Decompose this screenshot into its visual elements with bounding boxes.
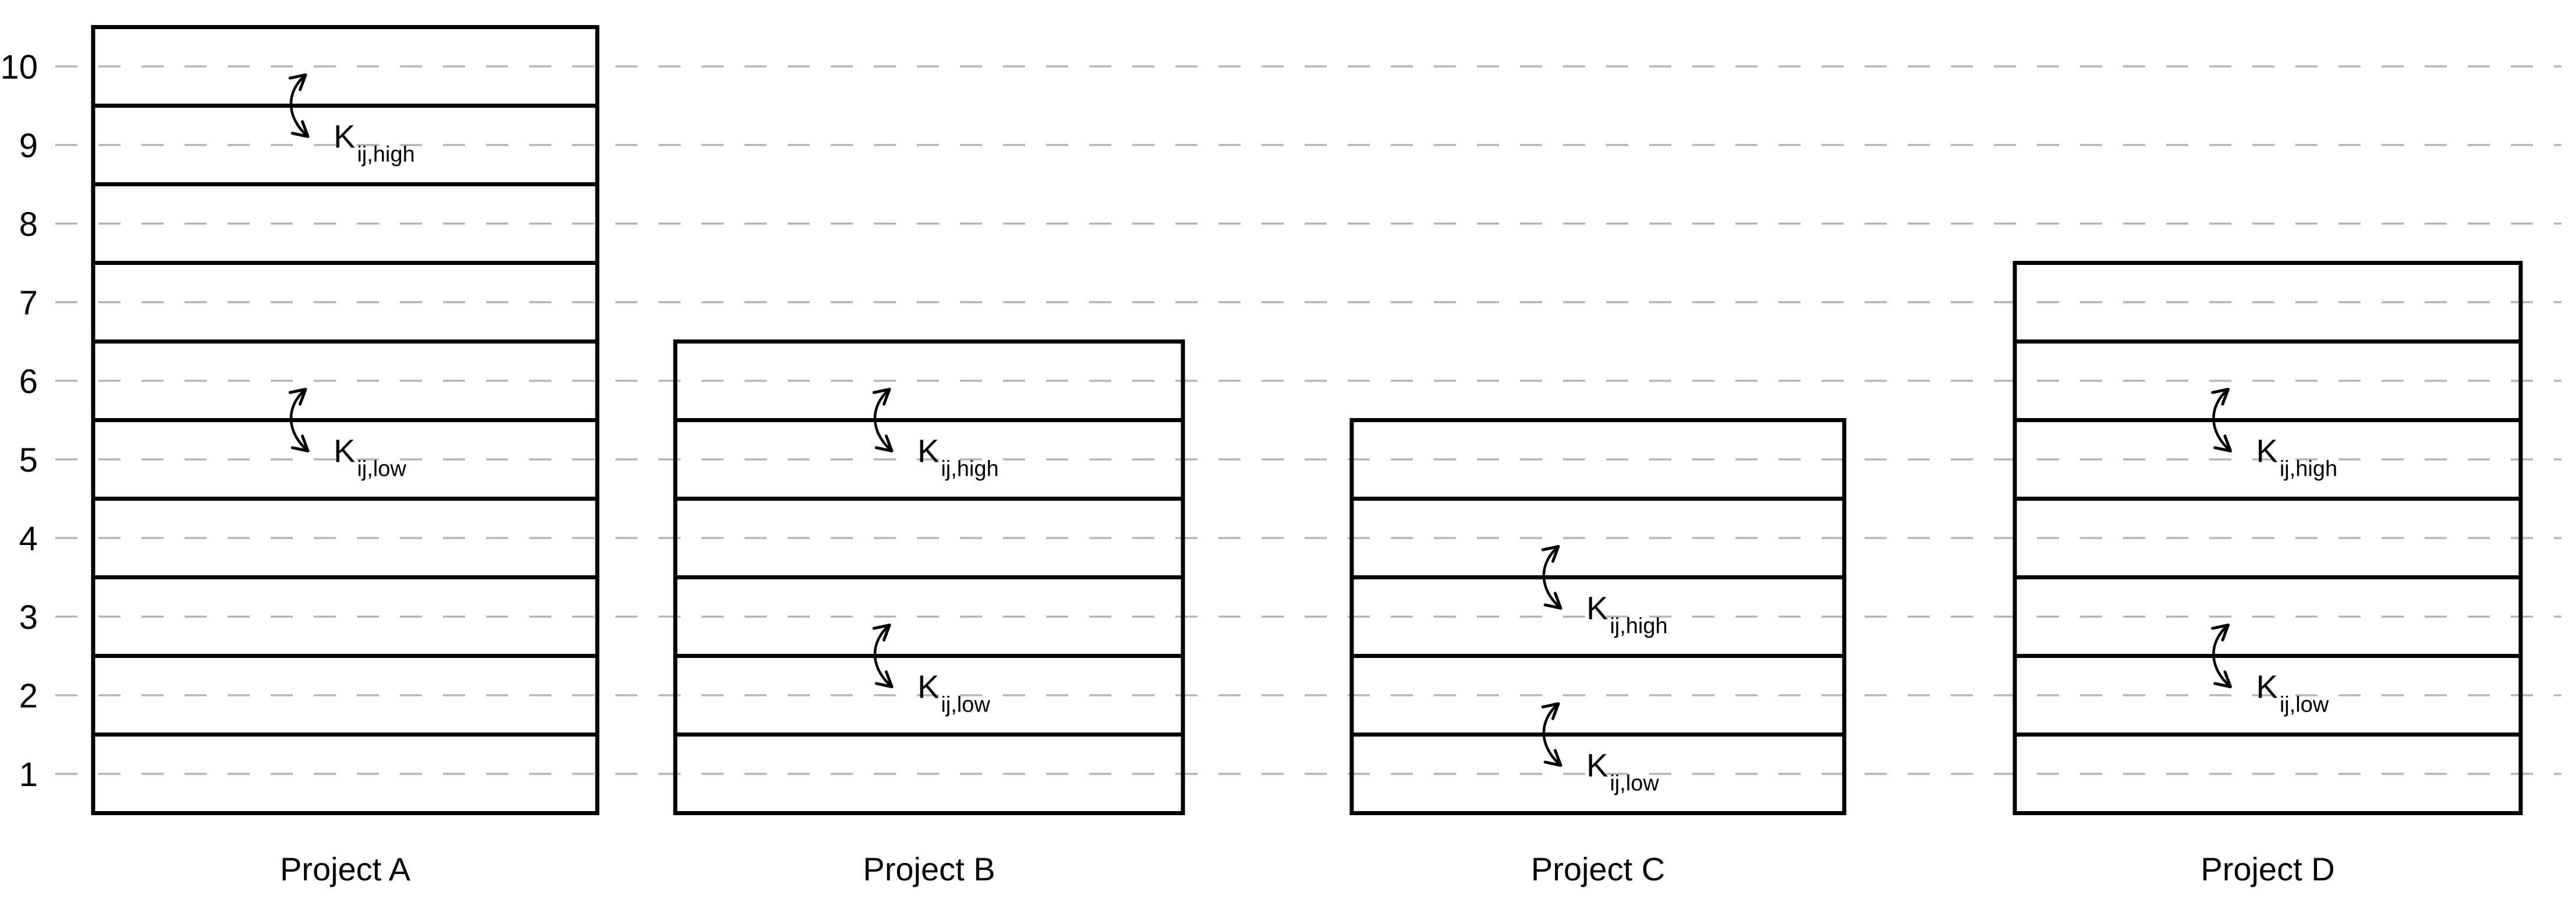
- category-label-project-d: Project D: [2201, 851, 2334, 887]
- ytick-label-6: 6: [19, 363, 38, 401]
- bar-project-c: [1349, 418, 1847, 815]
- gridline-group: [55, 65, 2561, 775]
- bar-rect-project-d: [2012, 261, 2523, 815]
- bar-project-a: [91, 25, 600, 815]
- curved-double-arrow-icon: [872, 387, 894, 453]
- category-label-project-c: Project C: [1531, 851, 1665, 887]
- curved-double-arrow-icon: [872, 623, 894, 689]
- annotation-subscript: ij,high: [1610, 614, 1667, 639]
- curved-double-arrow-icon: [1541, 702, 1562, 767]
- curved-double-arrow-icon: [2211, 387, 2233, 453]
- ytick-label-9: 9: [19, 127, 38, 165]
- ytick-label-10: 10: [0, 48, 38, 86]
- annotation-subscript: ij,low: [1610, 772, 1659, 796]
- ytick-label-1: 1: [19, 756, 38, 794]
- bar-rect-project-c: [1349, 418, 1847, 815]
- category-labels: Project A Project B Project C Project D: [280, 851, 2335, 887]
- ytick-label-4: 4: [19, 520, 38, 558]
- curved-double-arrow-icon: [288, 387, 310, 453]
- ytick-label-2: 2: [19, 677, 38, 715]
- annotation-subscript: ij,low: [357, 457, 406, 482]
- category-label-project-a: Project A: [280, 851, 411, 887]
- annotation-subscript: ij,high: [941, 457, 998, 482]
- ytick-label-3: 3: [19, 599, 38, 636]
- curved-double-arrow-icon: [2211, 623, 2233, 689]
- annotation-subscript: ij,low: [941, 693, 990, 717]
- annotation-subscript: ij,high: [357, 143, 414, 167]
- ytick-label-5: 5: [19, 441, 38, 479]
- annotation-subscript: ij,low: [2280, 693, 2329, 717]
- curved-double-arrow-icon: [1541, 544, 1562, 610]
- ytick-label-7: 7: [19, 284, 38, 322]
- ytick-label-8: 8: [19, 206, 38, 243]
- annotation-subscript: ij,high: [2280, 457, 2337, 482]
- category-label-project-b: Project B: [863, 851, 995, 887]
- bar-project-b: [673, 339, 1185, 815]
- bar-project-d: [2012, 261, 2523, 815]
- curved-double-arrow-icon: [288, 73, 310, 139]
- y-axis-tick-labels: 1 2 3 4 5 6 7 8 9 10: [0, 48, 38, 794]
